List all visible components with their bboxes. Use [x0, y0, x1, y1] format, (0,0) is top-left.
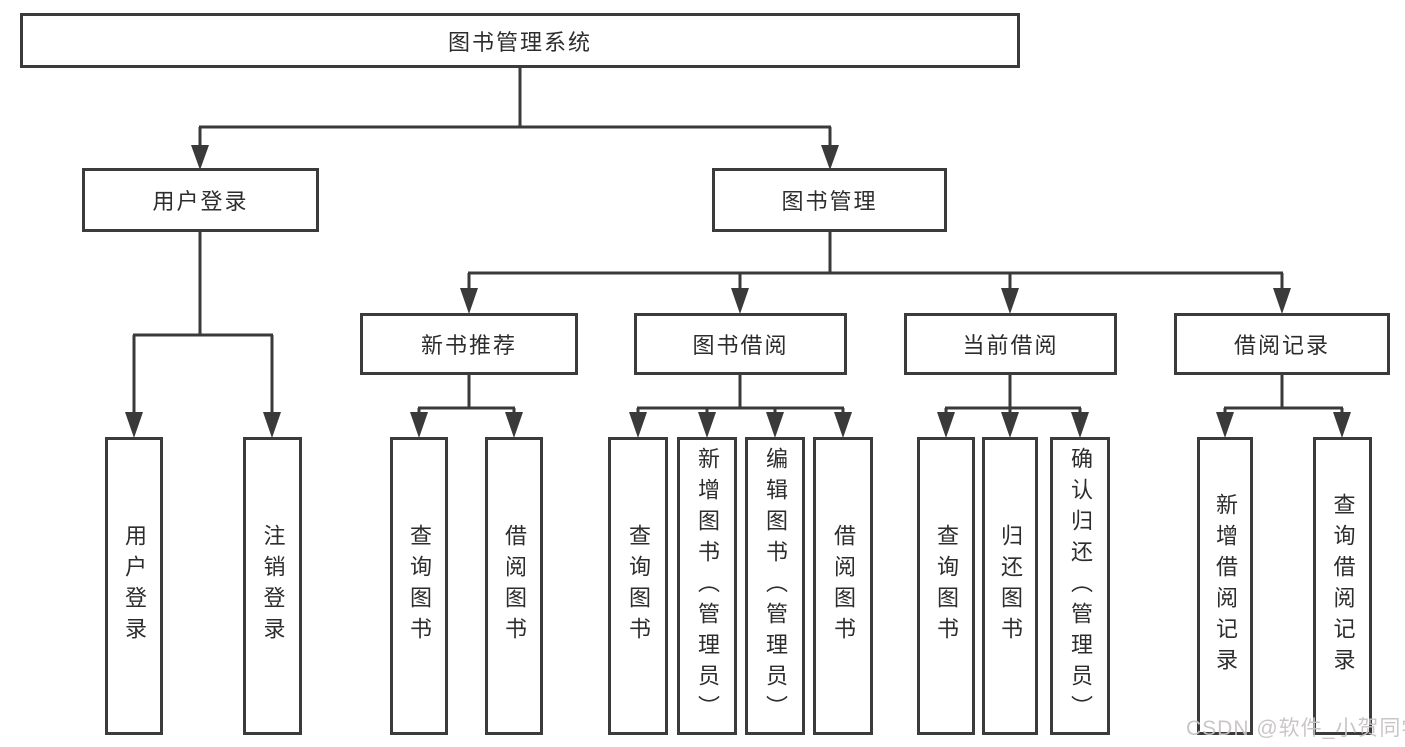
edge-user-login-to-leaves — [132, 232, 274, 416]
leaf-add-borrow-record: 新增借阅记录 — [1197, 437, 1253, 735]
node-label: 确认归还（管理员） — [1068, 446, 1093, 726]
node-label: 借阅图书 — [831, 524, 856, 648]
arrowhead-icon — [460, 288, 478, 314]
leaf-query-books-current: 查询图书 — [917, 437, 975, 735]
leaf-confirm-return-admin: 确认归还（管理员） — [1050, 437, 1110, 735]
node-label: 查询借阅记录 — [1330, 493, 1356, 679]
leaf-query-books-recommend: 查询图书 — [390, 437, 448, 735]
arrowhead-icon — [834, 412, 852, 438]
edge-borrowing-records-to-leaves — [1223, 374, 1344, 416]
node-label: 新增借阅记录 — [1213, 493, 1238, 679]
arrowhead-icon — [766, 412, 784, 438]
node-book-borrowing: 图书借阅 — [634, 313, 847, 375]
node-label: 借阅记录 — [1233, 333, 1330, 358]
node-label: 当前借阅 — [962, 333, 1059, 358]
arrowhead-icon — [125, 412, 143, 438]
leaf-return-books: 归还图书 — [982, 437, 1038, 735]
arrowhead-icon — [191, 145, 209, 170]
arrowhead-icon — [1001, 412, 1019, 438]
node-label: 图书借阅 — [692, 333, 789, 358]
arrowhead-icon — [410, 412, 428, 438]
arrowhead-icon — [821, 145, 839, 170]
node-label: 查询图书 — [407, 524, 432, 648]
edge-root-to-level2 — [198, 68, 832, 149]
node-borrowing-records: 借阅记录 — [1174, 313, 1390, 375]
leaf-borrow-books: 借阅图书 — [813, 437, 873, 735]
edge-new-book-recommendation-to-leaves — [417, 374, 516, 416]
leaf-query-borrow-record: 查询借阅记录 — [1313, 437, 1372, 735]
leaf-edit-book-admin: 编辑图书（管理员） — [745, 437, 805, 735]
node-label: 图书管理 — [781, 189, 878, 214]
node-current-borrowing: 当前借阅 — [904, 313, 1117, 375]
edge-book-borrowing-to-leaves — [636, 374, 845, 416]
arrowhead-icon — [1216, 412, 1234, 438]
node-library-management-system: 图书管理系统 — [20, 13, 1020, 68]
edge-current-borrowing-to-leaves — [944, 374, 1082, 416]
arrowhead-icon — [1071, 412, 1089, 438]
node-label: 注销登录 — [260, 524, 286, 648]
leaf-borrow-books-recommend: 借阅图书 — [485, 437, 543, 735]
node-label: 新书推荐 — [420, 333, 517, 358]
node-label: 新增图书（管理员） — [695, 446, 720, 726]
node-label: 编辑图书（管理员） — [763, 446, 788, 726]
leaf-user-login: 用户登录 — [105, 437, 163, 735]
node-label: 归还图书 — [998, 524, 1023, 648]
leaf-logout: 注销登录 — [243, 437, 302, 735]
node-label: 查询图书 — [934, 524, 959, 648]
node-book-management: 图书管理 — [712, 168, 947, 232]
node-label: 查询图书 — [626, 524, 651, 648]
node-label: 用户登录 — [122, 524, 147, 648]
node-new-book-recommendation: 新书推荐 — [360, 313, 578, 375]
arrowhead-icon — [698, 412, 716, 438]
arrowhead-icon — [1333, 412, 1351, 438]
node-user-login: 用户登录 — [82, 168, 319, 232]
node-label: 用户登录 — [152, 189, 249, 214]
edge-book-management-to-level3 — [467, 232, 1284, 292]
arrowhead-icon — [937, 412, 955, 438]
arrowhead-icon — [629, 412, 647, 438]
arrowhead-icon — [731, 288, 749, 314]
arrowhead-icon — [263, 412, 281, 438]
arrowhead-icon — [1001, 288, 1019, 314]
node-label: 图书管理系统 — [447, 29, 592, 55]
node-label: 借阅图书 — [502, 524, 527, 648]
leaf-query-books-borrowing: 查询图书 — [608, 437, 668, 735]
arrowhead-icon — [1273, 288, 1291, 314]
watermark: CSDN @软件_小贺同学 — [1186, 717, 1405, 740]
arrowhead-icon — [505, 412, 523, 438]
leaf-add-book-admin: 新增图书（管理员） — [677, 437, 737, 735]
